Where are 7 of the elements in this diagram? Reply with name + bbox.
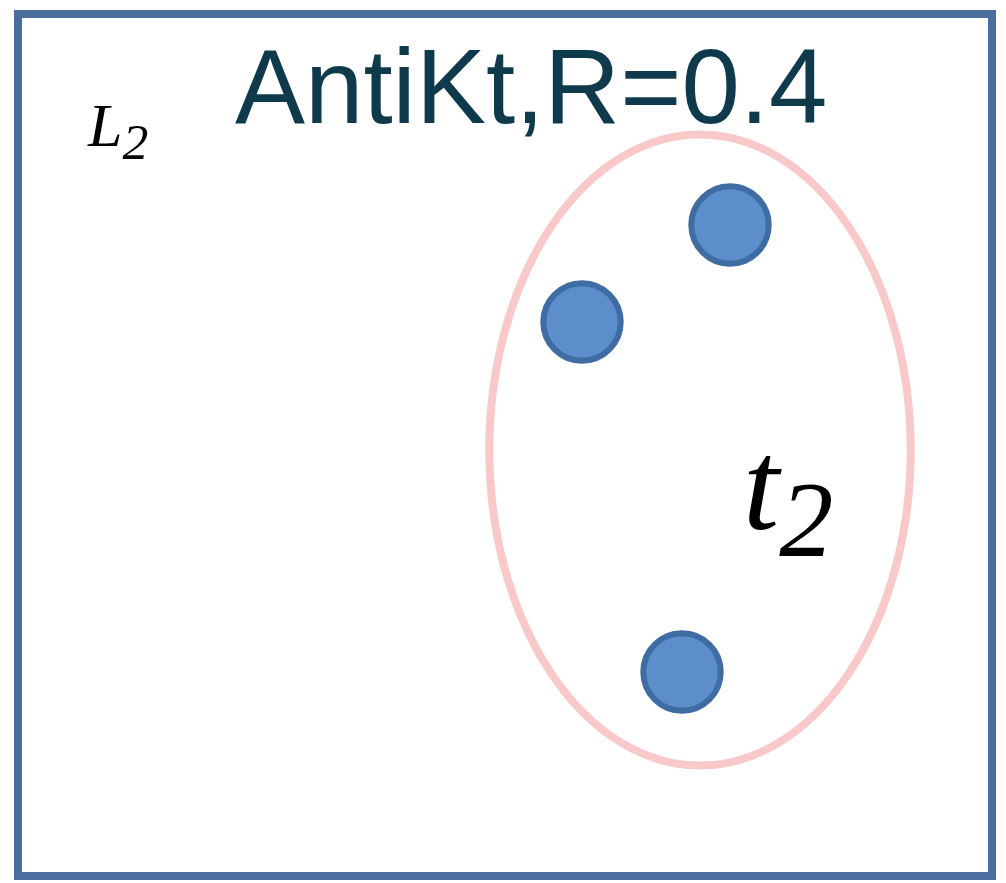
title-text: AntiKt,R=0.4	[235, 34, 828, 139]
dot-circle	[639, 629, 725, 715]
dot-circle	[539, 279, 625, 365]
panel-frame	[14, 10, 996, 880]
dot-circle	[687, 182, 773, 268]
math-label: L$_{2}$	[88, 94, 149, 169]
math-label: t$_{2}$	[743, 420, 834, 574]
